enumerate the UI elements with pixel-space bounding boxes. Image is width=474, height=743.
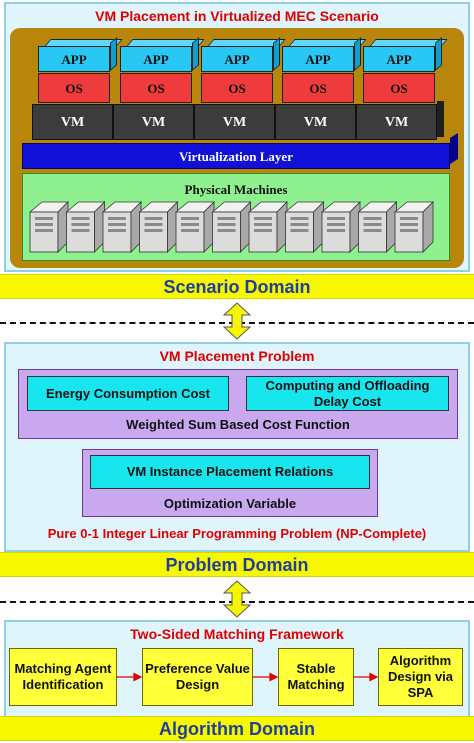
problem-title: VM Placement Problem (159, 348, 315, 364)
os-layer: OS (38, 73, 110, 103)
step-preference-value: Preference Value Design (142, 648, 253, 706)
delay-cost-box: Computing and Offloading Delay Cost (246, 376, 449, 411)
scenario-domain-band: Scenario Domain (0, 274, 474, 299)
server-icon (28, 201, 69, 253)
server-icon (393, 201, 434, 253)
optimization-variable-label: Optimization Variable (163, 496, 297, 511)
app-layer: APP (282, 46, 354, 72)
server-icon (211, 201, 252, 253)
server-icon (174, 201, 215, 253)
vm-row-side (437, 101, 444, 137)
app-cube-side (110, 37, 117, 71)
os-layer: OS (201, 73, 273, 103)
os-layer: OS (282, 73, 354, 103)
vm-layer: VM (275, 104, 356, 140)
server-icon (65, 201, 106, 253)
energy-cost-box: Energy Consumption Cost (27, 376, 229, 411)
scenario-title: VM Placement in Virtualized MEC Scenario (95, 8, 379, 24)
step-stable-matching: Stable Matching (278, 648, 354, 706)
physical-machines-label: Physical Machines (184, 182, 288, 197)
algorithm-title: Two-Sided Matching Framework (130, 626, 344, 642)
app-cube-side (354, 37, 361, 71)
step-algorithm-design: Algorithm Design via SPA (378, 648, 463, 706)
app-cube-side (273, 37, 280, 71)
problem-domain-band: Problem Domain (0, 552, 474, 577)
server-icon (357, 201, 398, 253)
app-layer: APP (201, 46, 273, 72)
virtualization-layer: Virtualization Layer (22, 143, 450, 169)
virtualization-layer-side (450, 133, 458, 164)
server-icon (101, 201, 142, 253)
algorithm-domain-band: Algorithm Domain (0, 716, 474, 741)
server-icon (138, 201, 179, 253)
app-cube-side (192, 37, 199, 71)
double-arrow-2 (222, 580, 252, 618)
vm-layer: VM (356, 104, 437, 140)
app-layer: APP (363, 46, 435, 72)
ilp-label: Pure 0-1 Integer Linear Programming Prob… (47, 526, 427, 541)
cost-function-label: Weighted Sum Based Cost Function (126, 417, 350, 432)
vm-layer: VM (113, 104, 194, 140)
os-layer: OS (120, 73, 192, 103)
app-layer: APP (120, 46, 192, 72)
step-arrows (117, 672, 379, 682)
relations-box: VM Instance Placement Relations (90, 455, 370, 489)
app-layer: APP (38, 46, 110, 72)
os-layer: OS (363, 73, 435, 103)
server-row (28, 201, 434, 253)
app-cube-side (435, 37, 442, 71)
step-matching-agent: Matching Agent Identification (9, 648, 117, 706)
server-icon (320, 201, 361, 253)
virtualization-layer-label: Virtualization Layer (179, 149, 293, 164)
server-icon (247, 201, 288, 253)
server-icon (284, 201, 325, 253)
vm-layer: VM (32, 104, 113, 140)
double-arrow-1 (222, 302, 252, 340)
vm-layer: VM (194, 104, 275, 140)
